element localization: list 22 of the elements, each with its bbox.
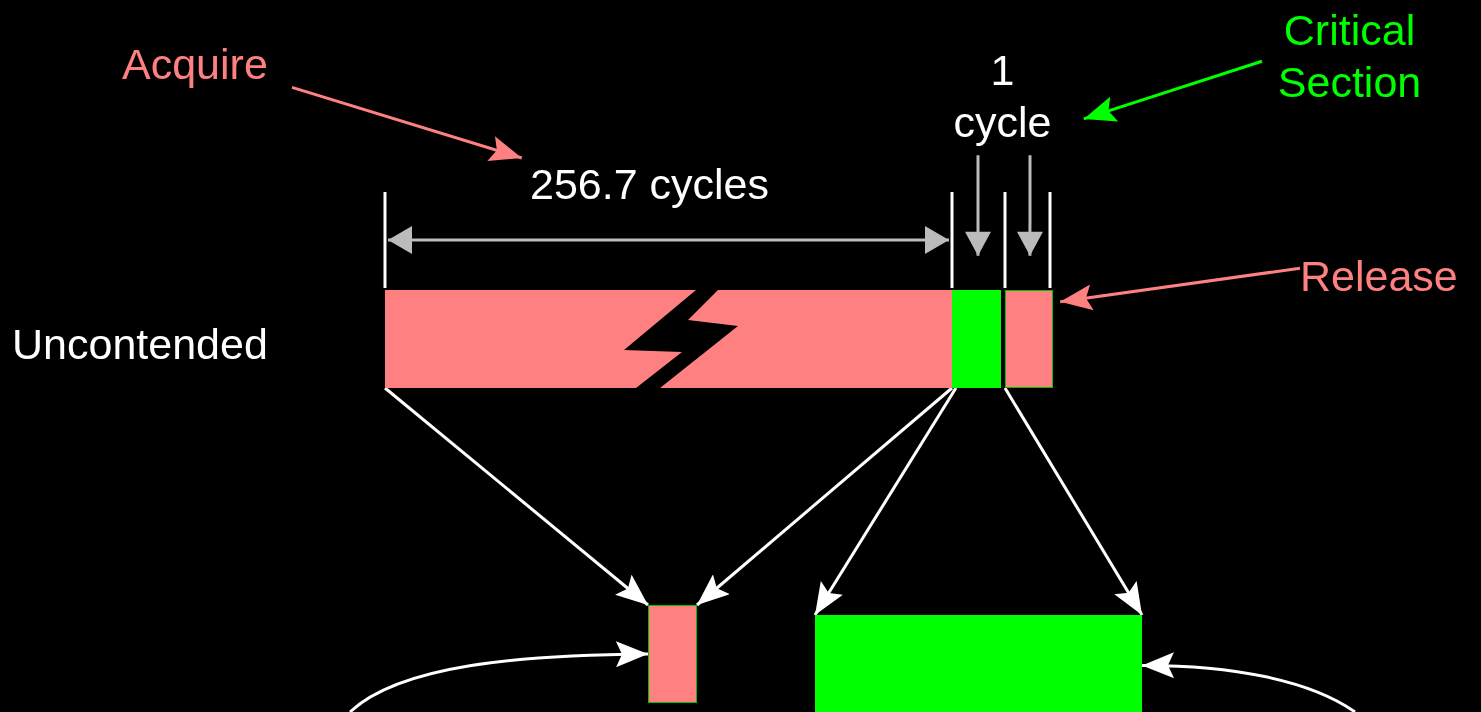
arrow [1142, 652, 1356, 712]
row-label: Uncontended [12, 319, 268, 370]
arrow [1003, 387, 1144, 616]
arrow [813, 387, 958, 616]
arrow [1060, 266, 1301, 311]
arrow [965, 155, 991, 256]
arrow [1016, 155, 1043, 256]
callout-text: Acquire [122, 38, 292, 90]
arrow [696, 386, 953, 607]
arrow [1083, 59, 1263, 122]
arrow [384, 386, 649, 607]
large-box [815, 615, 1142, 712]
callout-text: Critical Section [1262, 4, 1437, 108]
small-box [648, 605, 697, 703]
dimension-text: 256.7 cycles [530, 158, 805, 210]
critical-bar-segment [952, 290, 1001, 388]
arrow [291, 85, 523, 162]
arrow [349, 641, 649, 712]
release-bar-segment [1005, 290, 1053, 388]
dimension-text: 1 cycle [940, 44, 1065, 148]
callout-text: Release [1300, 250, 1480, 302]
acquire-bar-segment [385, 290, 952, 388]
